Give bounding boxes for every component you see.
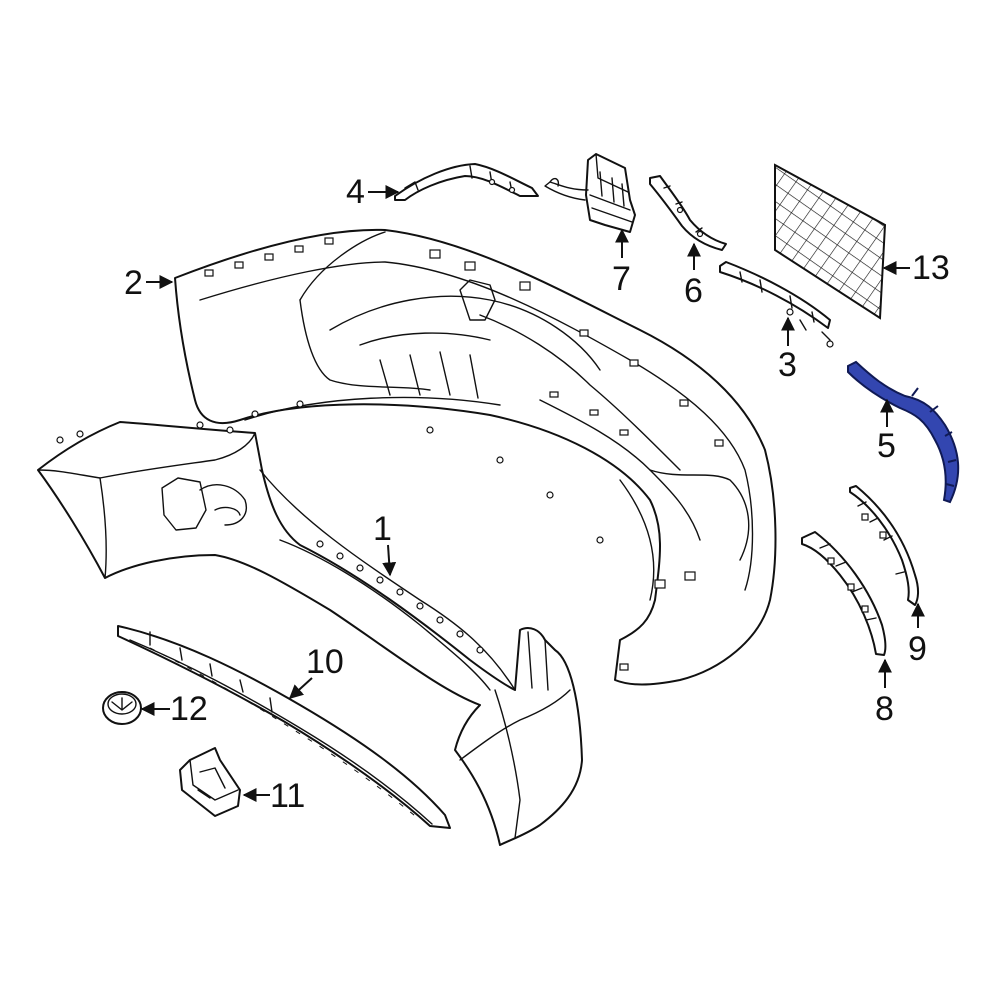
callout-10: 10 [306, 643, 344, 681]
callout-1: 1 [373, 510, 392, 548]
callout-3: 3 [778, 346, 797, 384]
callout-labels: 1 2 3 4 5 6 7 8 9 10 11 12 13 [124, 173, 950, 815]
upper-bracket-left [394, 163, 539, 201]
callout-9: 9 [908, 630, 927, 668]
callout-8: 8 [875, 690, 894, 728]
reinforcement-strip [719, 261, 834, 348]
callout-6: 6 [684, 272, 703, 310]
callout-2: 2 [124, 264, 143, 302]
round-plug [102, 691, 142, 725]
highlighted-trim-part [847, 360, 960, 504]
bumper-cover [174, 228, 777, 686]
callout-13: 13 [912, 249, 950, 287]
callout-12: 12 [170, 690, 208, 728]
callout-11: 11 [270, 777, 305, 815]
bumper-cover-clips [204, 237, 724, 671]
callout-7: 7 [612, 260, 631, 298]
sensor-wiring-module [544, 153, 636, 233]
side-bracket-upper [649, 175, 727, 251]
callout-4: 4 [346, 173, 365, 211]
side-trim-lower [801, 531, 887, 656]
clip-bracket [179, 747, 241, 817]
bumper-lower-holes [56, 421, 484, 654]
lower-valance-strip [117, 625, 451, 829]
callout-5: 5 [877, 427, 896, 465]
mesh-grille-insert [774, 163, 887, 320]
bumper-cover-lower [37, 421, 583, 846]
